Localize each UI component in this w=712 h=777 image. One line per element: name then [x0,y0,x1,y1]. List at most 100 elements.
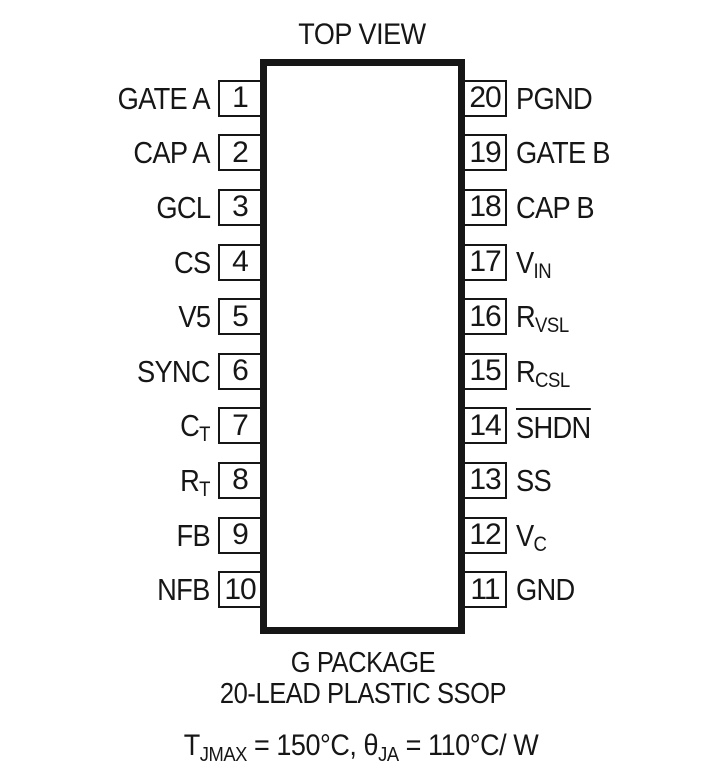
package-type: 20-LEAD PLASTIC SSOP [219,678,507,710]
pin-label: VC [516,517,547,555]
pin-label: NFB [157,572,211,608]
left-pin-column: GATE A 1 CAP A 2 GCL 3 CS 4 V5 5 SYNC 6 … [0,71,262,617]
pin-label-main: FB [176,517,211,553]
pin-label: CS [173,244,211,280]
pin-row-12: 12 VC [463,508,712,563]
right-pin-column: 20 PGND 19 GATE B 18 CAP B 17 VIN 16 RVS… [463,71,712,617]
pin-label-main: V [516,517,534,553]
pin-label-main: R [180,462,200,498]
pin-label-main: GATE B [516,135,611,171]
pin-label: FB [176,517,211,553]
chip-outline [260,59,465,634]
pin-label: GATE B [516,135,611,171]
pin-row-16: 16 RVSL [463,289,712,344]
package-name: G PACKAGE [290,647,436,679]
pin-row-11: 11 GND [463,562,712,617]
pin-label-sub: CSL [535,368,570,392]
pin-number-box: 13 [463,461,507,499]
pin-label: V5 [178,299,211,335]
pin-label-main: R [516,353,536,389]
thermal-note: TJMAX = 150°C, θJA = 110°C/ W [183,729,539,766]
top-view-label: TOP VIEW [298,18,426,51]
thermal-note-sub: JA [378,744,399,766]
pin-number-box: 10 [218,571,262,609]
pin-label-main: CAP B [516,189,595,225]
pin-number-box: 1 [218,79,262,117]
pin-label-main: SYNC [137,353,211,389]
pin-label-main: NFB [157,572,211,608]
pin-number-box: 6 [218,352,262,390]
pin-label-main: CS [173,244,211,280]
pin-number-box: 7 [218,407,262,445]
pin-row-1: GATE A 1 [0,71,262,126]
pin-row-13: 13 SS [463,453,712,508]
pin-label: GCL [156,189,211,225]
pin-label-main: PGND [516,80,593,116]
pin-number-box: 17 [463,243,507,281]
pin-label-main: V [516,244,534,280]
pin-number-box: 15 [463,352,507,390]
pin-number-box: 20 [463,79,507,117]
pin-row-15: 15 RCSL [463,344,712,399]
pin-label: VIN [516,244,552,282]
thermal-note-part: T [183,729,200,762]
pin-label: SS [516,462,552,498]
pin-label-main: GND [516,572,575,608]
pin-label: CAP B [516,189,595,225]
pin-label: RCSL [516,353,570,391]
pin-number-box: 19 [463,134,507,172]
pin-label-main: C [180,408,200,444]
thermal-note-part: = 110°C/ W [398,729,539,762]
pin-number-box: 18 [463,188,507,226]
pin-label-main: V5 [178,299,211,335]
pin-label-main-overline: SHDN [516,408,591,446]
pin-label: GND [516,574,575,605]
theta-symbol: θ [363,729,379,762]
pin-number-box: 12 [463,516,507,554]
pin-label-main: SS [516,462,552,498]
pin-number-box: 11 [463,571,507,609]
thermal-note-sub: JMAX [199,744,248,766]
pin-number-box: 14 [463,407,507,445]
pin-row-19: 19 GATE B [463,126,712,181]
pin-number-box: 5 [218,298,262,336]
pin-label: RT [180,462,210,500]
pin-row-2: CAP A 2 [0,126,262,181]
pin-label-main: CAP A [133,135,211,171]
pin-label-sub: T [199,477,210,501]
pin-row-7: CT 7 [0,399,262,454]
package-info: G PACKAGE 20-LEAD PLASTIC SSOP [219,647,507,710]
pin-row-3: GCL 3 [0,180,262,235]
pin-number-box: 2 [218,134,262,172]
pin-number-box: 4 [218,243,262,281]
pin-label-main: GATE A [117,80,211,116]
pin-number-box: 8 [218,461,262,499]
pin-row-10: NFB 10 [0,562,262,617]
pin-row-9: FB 9 [0,508,262,563]
pin-row-5: V5 5 [0,289,262,344]
pin-label: RVSL [516,299,569,336]
pin-label-sub: T [199,423,210,447]
pin-label: SHDN [516,408,591,446]
thermal-note-part: = 150°C, [246,729,364,762]
pin-row-8: RT 8 [0,453,262,508]
pin-label-sub: IN [533,259,552,283]
pin-label: GATE A [117,80,211,116]
pin-row-17: 17 VIN [463,235,712,290]
pin-number-box: 3 [218,188,262,226]
pin-label: PGND [516,80,593,116]
pin-row-4: CS 4 [0,235,262,290]
pin-label: SYNC [137,353,211,389]
pin-label: CAP A [133,135,211,171]
pin-row-20: 20 PGND [463,71,712,126]
pin-label-main: GCL [156,189,211,225]
pin-label: CT [180,408,210,445]
pin-label-main: R [516,299,536,335]
pin-number-box: 9 [218,516,262,554]
pin-row-14: 14 SHDN [463,399,712,454]
pin-row-6: SYNC 6 [0,344,262,399]
pin-label-sub: VSL [535,314,569,338]
pin-row-18: 18 CAP B [463,180,712,235]
pin-number-box: 16 [463,298,507,336]
